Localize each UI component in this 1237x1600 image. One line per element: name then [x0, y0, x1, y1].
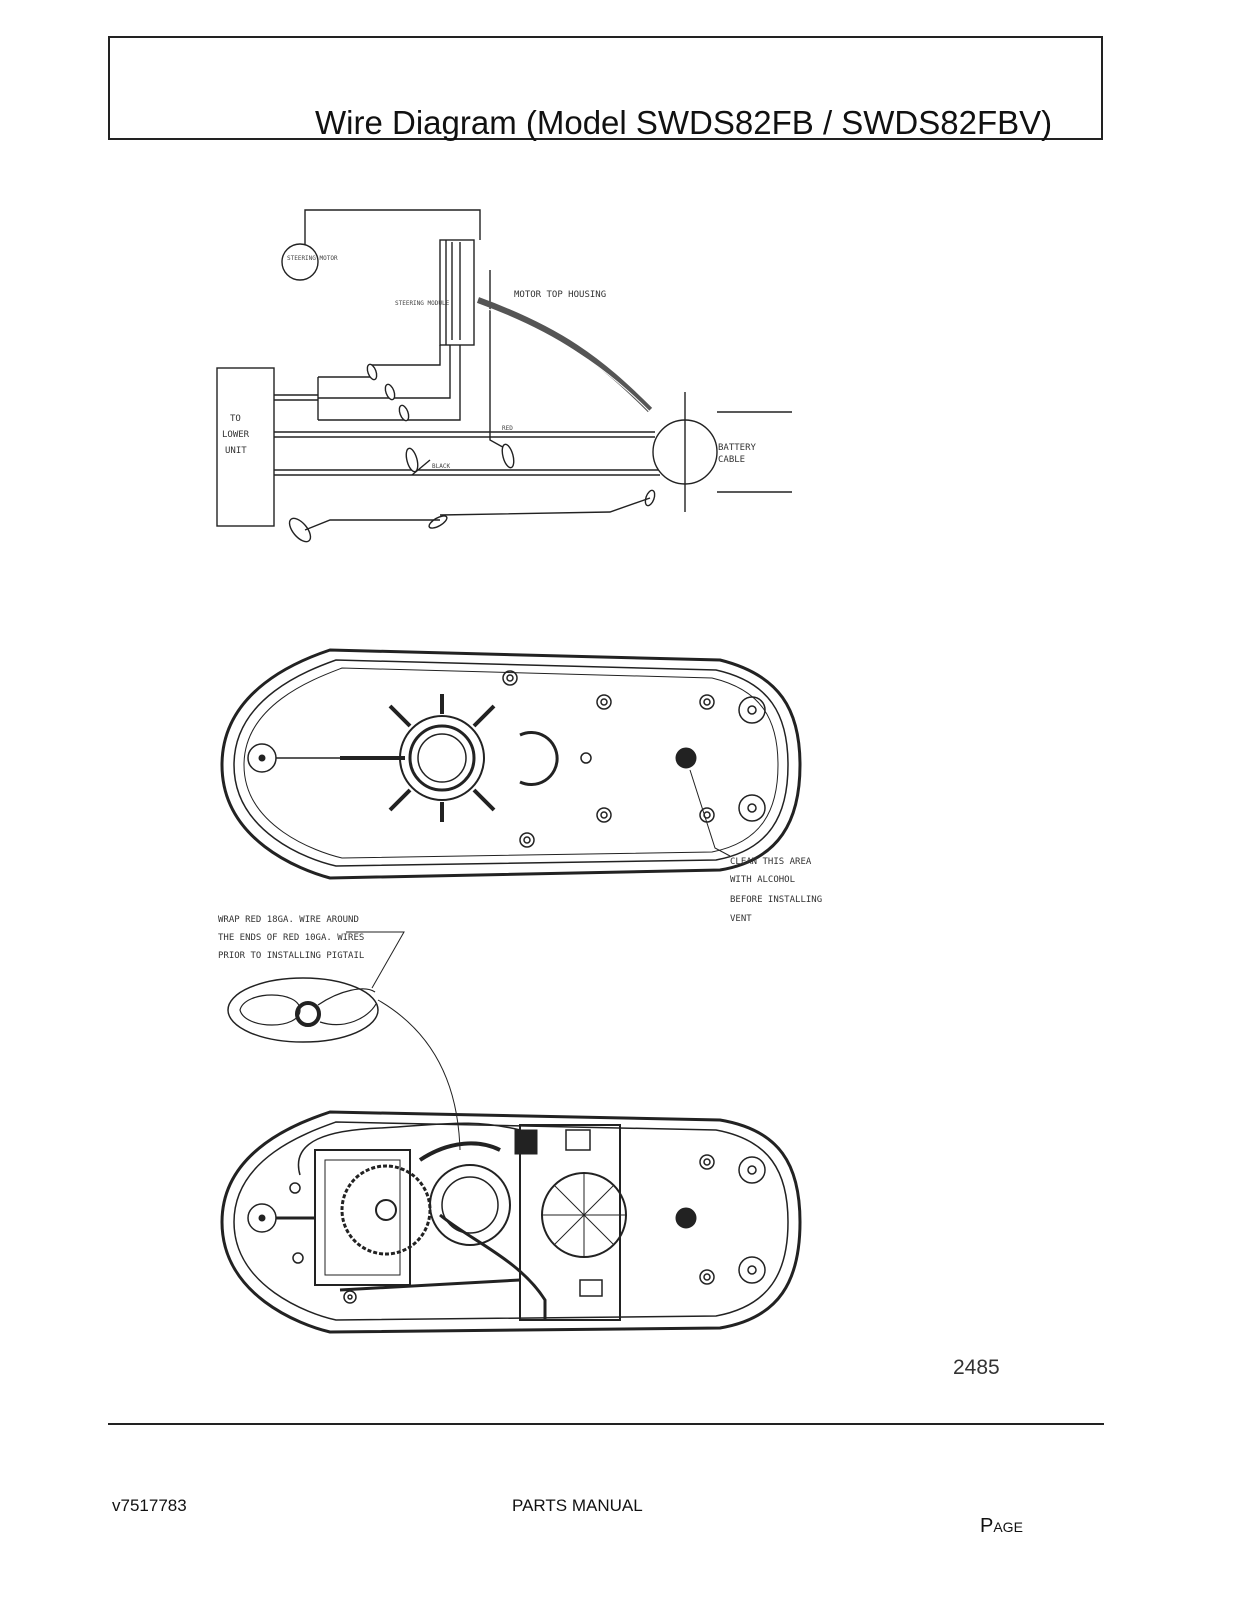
lower-unit-box [216, 367, 275, 527]
page-title: Wire Diagram (Model SWDS82FB / SWDS82FBV… [315, 104, 1053, 141]
battery-cable-label-2: CABLE [718, 455, 745, 465]
lower-unit-label-2: LOWER [222, 430, 250, 440]
wrap-wire-note-3: PRIOR TO INSTALLING PIGTAIL [218, 951, 364, 961]
battery-cable-label-1: BATTERY [718, 443, 757, 453]
wrap-wire-note-1: WRAP RED 18GA. WIRE AROUND [218, 915, 359, 925]
pigtail-detail [227, 931, 461, 1151]
clean-area-note-3: BEFORE INSTALLING [730, 895, 822, 905]
clean-area-note-2: WITH ALCOHOL [730, 875, 795, 885]
clean-area-note-1: CLEAN THIS AREA [730, 857, 812, 867]
steering-motor-label: STEERING MOTOR [287, 255, 338, 262]
figure-number: 2485 [953, 1356, 1000, 1379]
lower-unit-label-1: TO [230, 414, 241, 424]
steering-module-box [439, 239, 475, 346]
wire-label-black: BLACK [432, 463, 450, 470]
wiring-schematic [216, 209, 792, 543]
title-frame [108, 36, 1103, 140]
wrap-wire-note-2: THE ENDS OF RED 10GA. WIRES [218, 933, 364, 943]
clean-area-note-4: VENT [730, 914, 752, 924]
motor-top-housing-label: MOTOR TOP HOUSING [514, 290, 606, 300]
steering-motor-icon [281, 243, 319, 281]
motor-housing-top-view [220, 648, 802, 880]
footer-rule [108, 1423, 1104, 1425]
steering-module-label: STEERING MODULE [395, 300, 450, 307]
motor-housing-internal-view [220, 1110, 802, 1334]
document-id: v7517783 [112, 1496, 187, 1515]
wire-label-red: RED [502, 425, 513, 432]
manual-title: PARTS MANUAL [512, 1496, 643, 1515]
vent-area [675, 747, 697, 769]
lower-unit-label-3: UNIT [225, 446, 247, 456]
page-label: Page [980, 1515, 1023, 1537]
